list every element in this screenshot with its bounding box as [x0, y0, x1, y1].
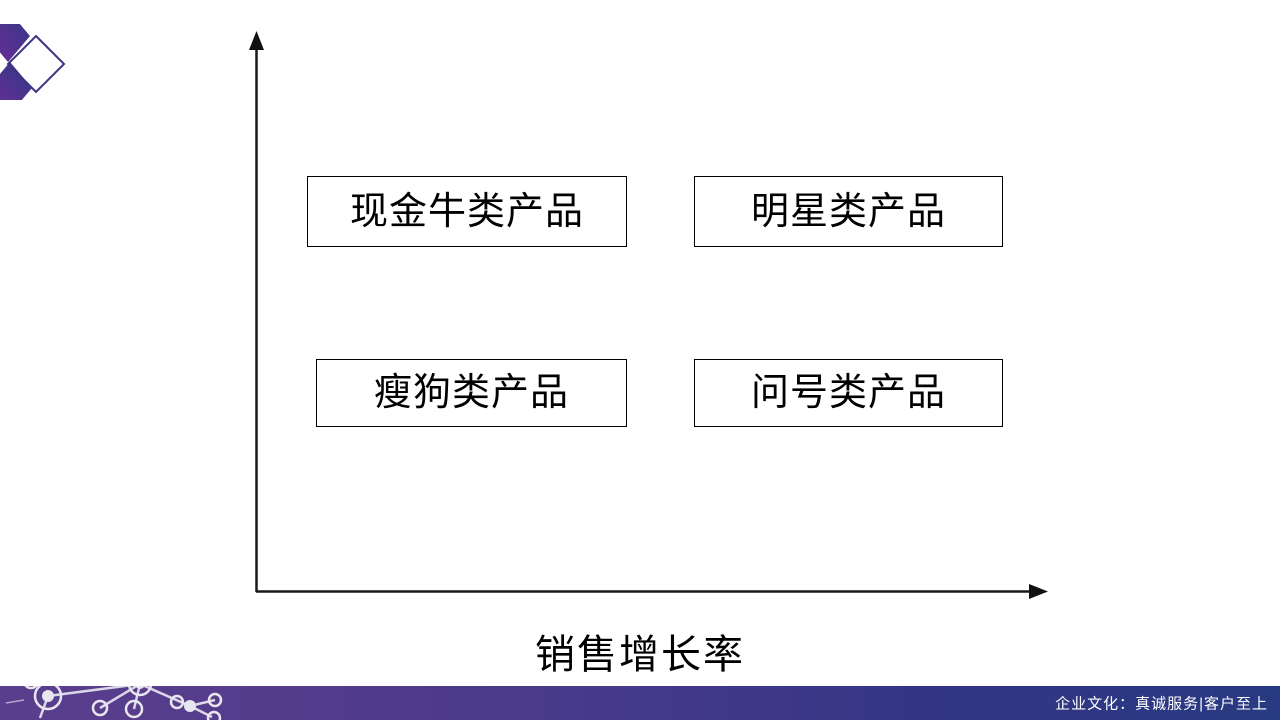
diamond-logo-icon — [0, 10, 66, 114]
x-axis-caption: 销售增长率 — [535, 632, 745, 677]
quadrant-box-cash-cow[interactable]: 现金牛类产品 — [307, 176, 627, 247]
footer-bar: 企业文化：真诚服务|客户至上 — [0, 686, 1280, 720]
footer-culture-text: 企业文化：真诚服务|客户至上 — [1055, 695, 1268, 713]
quadrant-box-question-mark[interactable]: 问号类产品 — [694, 359, 1003, 427]
quadrant-label-dog: 瘦狗类产品 — [373, 372, 569, 414]
quadrant-label-cash-cow: 现金牛类产品 — [349, 190, 584, 233]
quadrant-label-star: 明星类产品 — [750, 190, 946, 233]
y-axis-arrowhead — [249, 31, 264, 50]
x-axis-arrowhead — [1029, 584, 1048, 599]
quadrant-label-question-mark: 问号类产品 — [750, 372, 946, 414]
brand-diamond-logo — [0, 10, 70, 114]
quadrant-box-star[interactable]: 明星类产品 — [694, 176, 1003, 247]
quadrant-box-dog[interactable]: 瘦狗类产品 — [316, 359, 627, 427]
network-nodes-icon — [5, 686, 223, 720]
